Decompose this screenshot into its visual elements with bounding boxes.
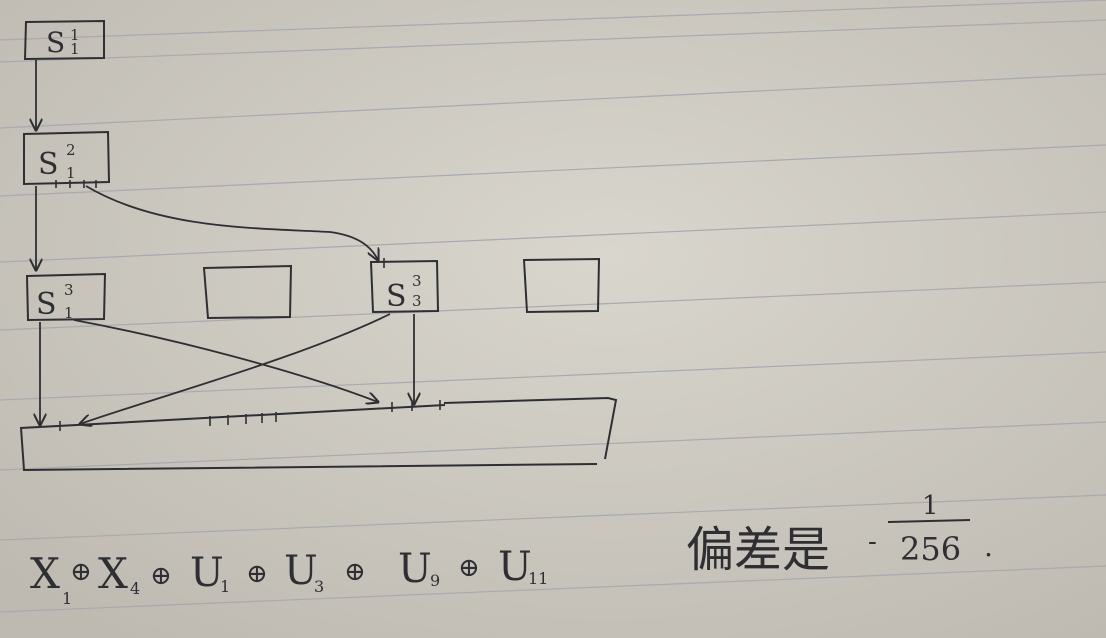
- term-u9-sub: 9: [430, 571, 440, 590]
- term-x1-base: X: [30, 549, 60, 598]
- box-output-register: [19, 396, 618, 472]
- box-s3-3-base: S: [386, 279, 407, 314]
- ruled-lines: [0, 0, 1106, 613]
- box-s1-1-sub: 1: [70, 40, 80, 58]
- box-s1-3-sup: 3: [64, 281, 74, 299]
- operator-2: ⊕: [150, 561, 172, 591]
- operator-3: ⊕: [246, 559, 268, 589]
- edge-s1-3-to-register-b: [73, 319, 378, 402]
- diagram-edges: [36, 60, 414, 425]
- bias-period: .: [984, 530, 993, 563]
- box-s1-2: S 2 1: [23, 130, 111, 188]
- term-x1-sub: 1: [62, 589, 72, 608]
- term-x4-sub: 4: [130, 579, 140, 598]
- box-s1-2-sup: 2: [66, 141, 76, 159]
- output-register-ticks: [59, 400, 441, 431]
- box-s1-3-base: S: [36, 287, 57, 322]
- box-empty-b: [522, 257, 601, 314]
- term-u1-sub: 1: [220, 577, 230, 596]
- box-s1-1-base: S: [46, 26, 65, 59]
- bias-note: 偏差是 - 1 256 .: [686, 491, 993, 578]
- term-x4-base: X: [98, 549, 128, 598]
- bias-label: 偏差是: [686, 522, 830, 578]
- box-s1-2-base: S: [38, 147, 59, 182]
- box-s1-2-sub: 1: [66, 164, 76, 182]
- box-s1-1-sup: 1: [70, 26, 80, 44]
- bias-denominator: 256: [900, 530, 961, 568]
- bias-numerator: 1: [922, 491, 939, 521]
- fraction-bar: [887, 519, 971, 523]
- term-u3-base: U: [284, 548, 318, 594]
- term-u3-sub: 3: [314, 577, 324, 596]
- edge-s1-2-to-s3-3: [85, 185, 378, 260]
- term-u11-base: U: [498, 544, 532, 590]
- box-s3-3: S 3 3: [369, 258, 440, 314]
- term-u1-base: U: [190, 550, 224, 596]
- box-s3-3-sup: 3: [412, 272, 422, 290]
- operator-4: ⊕: [344, 557, 366, 587]
- term-u11-sub: 11: [528, 569, 548, 588]
- xor-expression: X 1 ⊕ X 4 ⊕ U 1 ⊕ U 3 ⊕ U 9 ⊕ U 11: [30, 544, 548, 608]
- bias-sign: -: [868, 527, 877, 557]
- operator-1: ⊕: [70, 557, 92, 587]
- box-s1-3-sub: 1: [64, 304, 74, 322]
- box-s1-1: S 1 1: [23, 19, 105, 61]
- box-empty-a: [202, 264, 293, 320]
- box-s3-3-sub: 3: [412, 292, 422, 310]
- operator-5: ⊕: [458, 553, 480, 583]
- term-u9-base: U: [398, 546, 432, 592]
- box-s1-2-ticks: [55, 180, 97, 188]
- edge-s3-3-to-register-a: [80, 313, 391, 424]
- box-s1-3: S 3 1: [25, 272, 107, 322]
